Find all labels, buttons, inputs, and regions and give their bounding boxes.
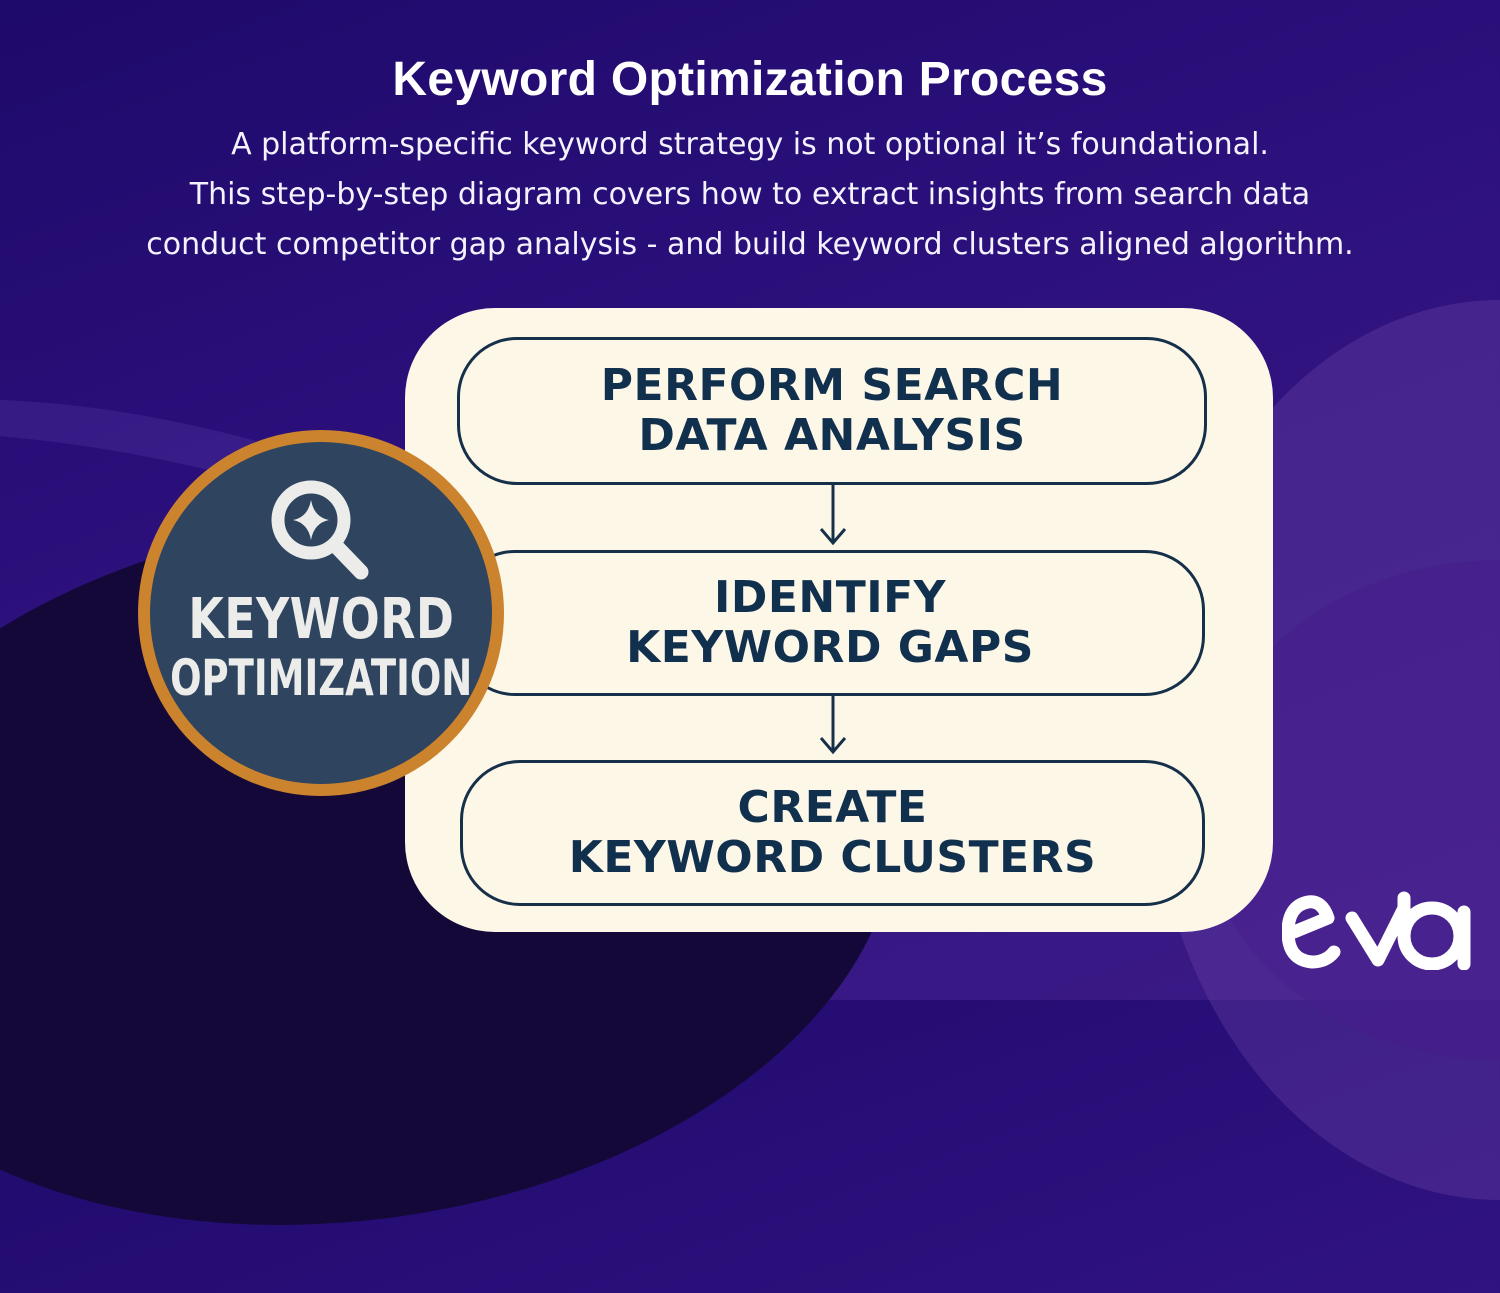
magnifier-sparkle-icon [271, 480, 369, 580]
step-identify-keyword-gaps: IDENTIFY KEYWORD GAPS [455, 550, 1205, 696]
badge-title: KEYWORD [187, 587, 455, 652]
step-perform-search-data-analysis: PERFORM SEARCH DATA ANALYSIS [457, 337, 1207, 485]
step-label: CREATE [737, 782, 928, 833]
badge-circle: KEYWORD OPTIMIZATION [150, 442, 492, 784]
subtitle-line: A platform-specific keyword strategy is … [231, 127, 1269, 162]
arrow-down-icon [819, 485, 847, 546]
header: Keyword Optimization Process A platform-… [0, 48, 1500, 270]
subtitle-line: conduct competitor gap analysis - and bu… [146, 227, 1354, 262]
page-title: Keyword Optimization Process [392, 53, 1108, 106]
badge-subtitle: OPTIMIZATION [169, 649, 473, 707]
step-label: DATA ANALYSIS [638, 410, 1026, 461]
subtitle-line: This step-by-step diagram covers how to … [189, 177, 1311, 212]
eva-logo [1282, 891, 1471, 970]
step-label: KEYWORD GAPS [626, 622, 1034, 673]
step-label: PERFORM SEARCH [600, 360, 1064, 411]
page-subtitle: A platform-specific keyword strategy is … [0, 120, 1500, 270]
step-create-keyword-clusters: CREATE KEYWORD CLUSTERS [460, 760, 1205, 906]
step-label: IDENTIFY [713, 572, 947, 623]
keyword-optimization-badge: KEYWORD OPTIMIZATION [138, 430, 504, 796]
step-label: KEYWORD CLUSTERS [568, 832, 1097, 883]
arrow-down-icon [819, 696, 847, 755]
